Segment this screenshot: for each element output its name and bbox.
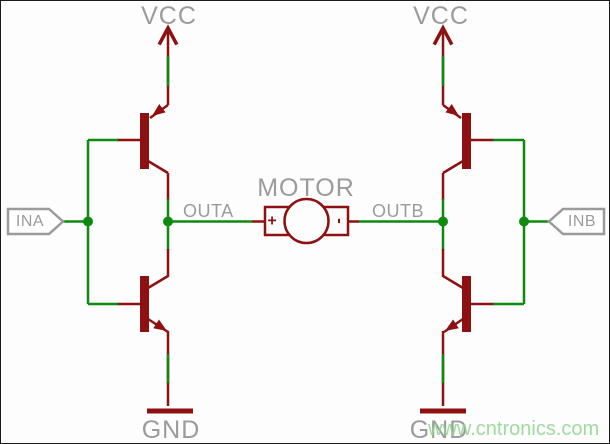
q2-emitter-arrow-icon <box>153 319 167 331</box>
junction-dot-outb <box>438 216 448 227</box>
motor-plus-terminal: + <box>267 213 276 230</box>
inb-flag <box>547 207 606 236</box>
vcc-rail-left <box>157 24 179 105</box>
transistor-q1-pnp-left <box>117 103 169 175</box>
q4-collector-wire <box>442 274 464 290</box>
transistor-q4-npn-right <box>442 274 494 334</box>
motor-symbol: + - <box>168 197 443 245</box>
junction-dot-inb <box>519 216 529 227</box>
vcc-arrow-left-icon <box>157 24 179 46</box>
q3-collector-wire <box>442 159 464 175</box>
q3-emitter-arrow-icon <box>445 104 459 116</box>
vcc-label-left: VCC <box>141 2 197 30</box>
gnd-label-right: GND <box>409 416 469 444</box>
transistor-q3-pnp-right <box>442 103 494 175</box>
q2-base-bar <box>140 276 149 332</box>
junction-dot-outa <box>163 216 173 227</box>
gnd-label-left: GND <box>141 416 201 444</box>
q2-collector-wire <box>147 274 169 290</box>
junction-dot-ina <box>83 216 93 227</box>
inb-label: INB <box>567 213 597 230</box>
outb-label: OUTB <box>372 201 425 221</box>
q1-base-bar <box>140 113 149 169</box>
motor-rotor <box>283 197 330 245</box>
vcc-arrow-right-icon <box>432 24 454 46</box>
ina-flag <box>6 207 65 236</box>
vcc-rail-right <box>432 24 454 105</box>
vcc-label-right: VCC <box>413 2 469 30</box>
q4-base-bar <box>462 276 471 332</box>
ina-label: INA <box>15 213 45 230</box>
transistor-q2-npn-left <box>117 274 169 334</box>
q1-collector-wire <box>147 159 169 175</box>
q3-base-bar <box>462 113 471 169</box>
q1-emitter-arrow-icon <box>152 104 166 116</box>
site-watermark: www.cntronics.com <box>428 418 600 440</box>
motor-minus-terminal: - <box>331 218 350 224</box>
q4-emitter-arrow-icon <box>445 319 459 331</box>
motor-label: MOTOR <box>257 174 355 202</box>
outa-label: OUTA <box>183 201 234 221</box>
